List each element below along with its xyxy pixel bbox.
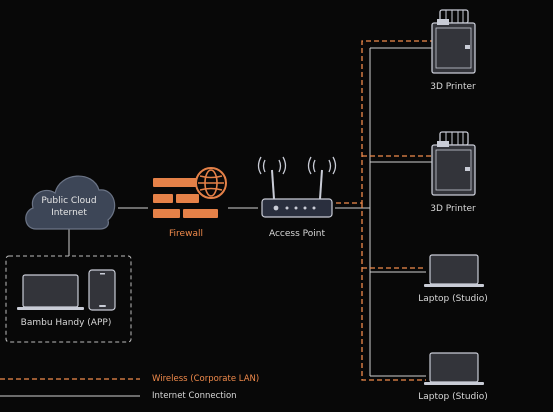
cloud-label-line2: Internet — [51, 208, 87, 218]
laptop-icon — [424, 352, 484, 385]
wireless-connections — [336, 40, 432, 381]
cloud-icon — [25, 175, 116, 230]
phone-icon — [88, 269, 116, 311]
laptop-icon — [424, 254, 484, 287]
printer-icon — [431, 131, 476, 196]
laptop-icon — [17, 274, 84, 310]
cloud-label-line1: Public Cloud — [41, 196, 97, 206]
device-label-laptop-1: Laptop (Studio) — [418, 294, 488, 304]
device-label-printer-1: 3D Printer — [430, 82, 476, 92]
firewall-label: Firewall — [169, 229, 203, 239]
access-point-label: Access Point — [268, 229, 326, 239]
router-icon — [257, 156, 337, 218]
wireless-lower-trunk — [361, 203, 426, 381]
printer-icon — [431, 9, 476, 74]
firewall-icon — [153, 167, 227, 218]
app-group-label: Bambu Handy (APP) — [20, 318, 112, 328]
app-group-box — [5, 255, 132, 343]
wireless-trunk — [336, 40, 432, 204]
legend-wireless-label: Wireless (Corporate LAN) — [152, 374, 260, 384]
device-label-printer-2: 3D Printer — [430, 204, 476, 214]
device-label-laptop-2: Laptop (Studio) — [418, 392, 488, 402]
legend-internet-label: Internet Connection — [152, 391, 237, 401]
internet-connections — [68, 47, 432, 377]
